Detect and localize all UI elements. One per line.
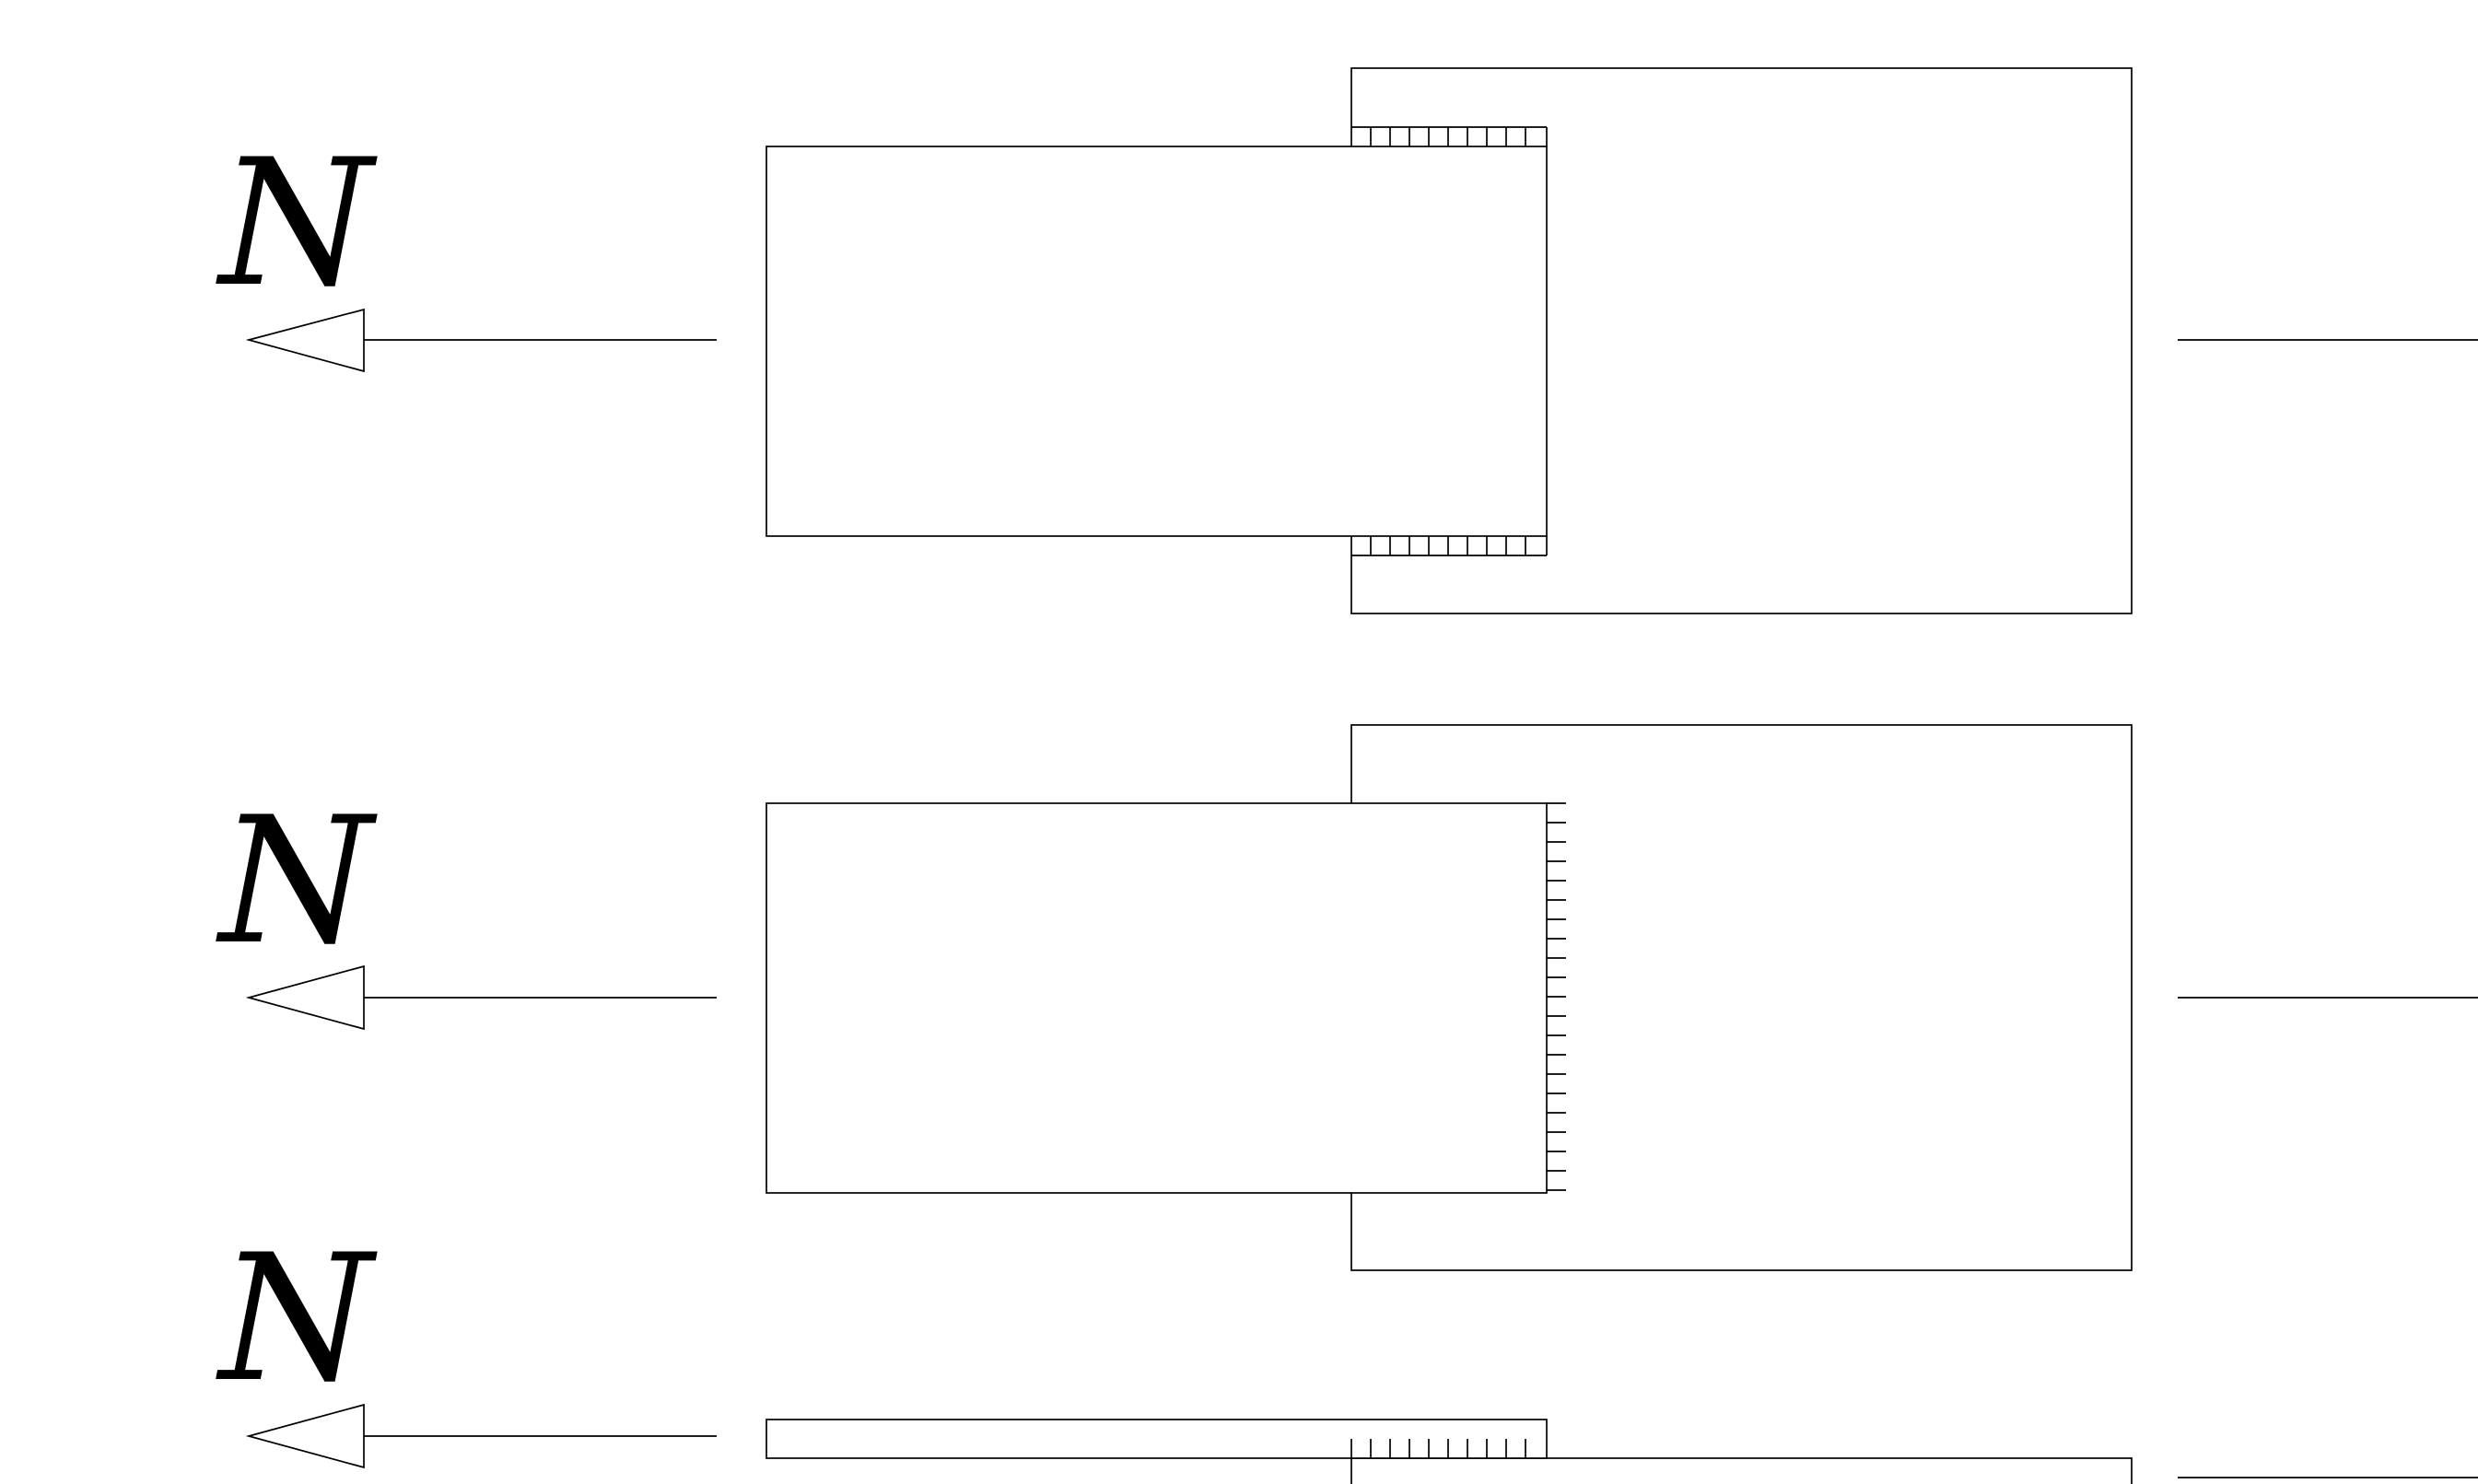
force-label-n: N — [216, 779, 378, 983]
panel-1: N — [216, 67, 2478, 614]
panel-2: N — [216, 724, 2478, 1271]
outer-sleeve — [1350, 1457, 2133, 1484]
force-label-n: N — [216, 122, 378, 325]
hatch-bottom — [1351, 536, 1548, 556]
hatch-top — [1351, 126, 1548, 146]
hatch-right-edge — [1547, 802, 1566, 1191]
panel-3: N — [216, 1217, 2478, 1484]
hatch-bottom — [1350, 1439, 1526, 1458]
inner-plate — [766, 802, 1548, 1194]
force-arrow-left — [245, 308, 717, 373]
inner-plate — [766, 1419, 1548, 1459]
inner-plate — [766, 146, 1548, 537]
force-arrow-left — [245, 1403, 717, 1469]
force-arrow-left — [245, 964, 717, 1031]
force-label-n: N — [216, 1217, 378, 1420]
